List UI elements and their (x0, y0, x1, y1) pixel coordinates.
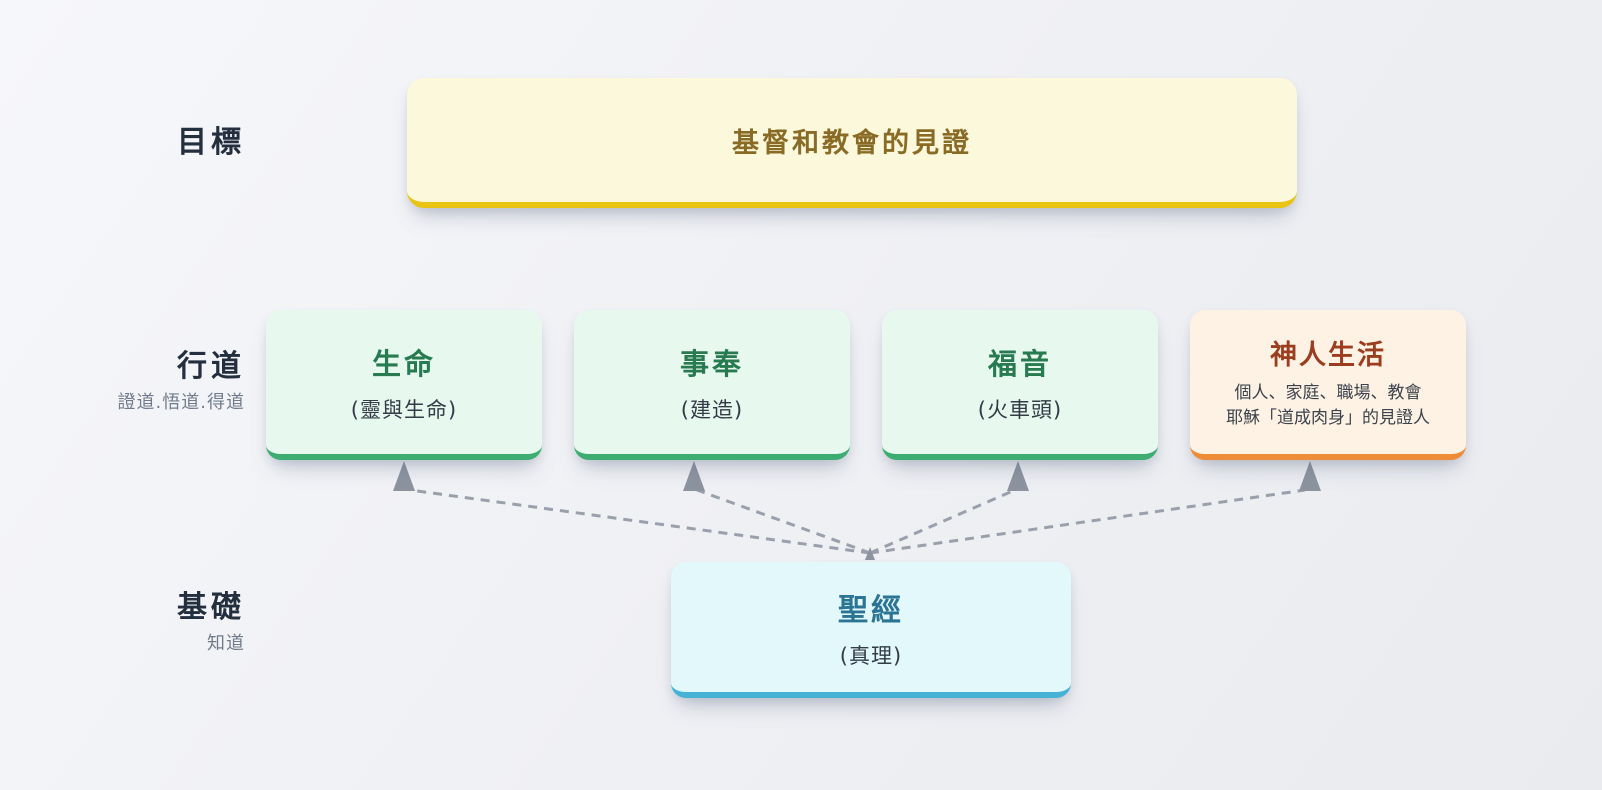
node-god-man-living-desc-line1: 個人、家庭、職場、教會 (1234, 383, 1422, 403)
node-god-man-living-title: 神人生活 (1270, 340, 1386, 371)
row-label-goal-title: 目標 (177, 125, 245, 160)
node-bible-subtitle: (真理) (839, 643, 903, 668)
node-service-title: 事奉 (679, 346, 744, 381)
service-arrowhead-icon (683, 461, 705, 491)
row-label-goal: 目標 (40, 126, 245, 160)
node-service-subtitle: (建造) (680, 397, 744, 422)
godman-arrowhead-icon (1299, 461, 1321, 491)
node-goal-testimony: 基督和教會的見證 (407, 78, 1297, 208)
row-label-practice-title: 行道 (177, 349, 245, 384)
node-god-man-living-desc: 個人、家庭、職場、教會 耶穌「道成肉身」的見證人 (1226, 381, 1430, 431)
node-gospel-subtitle: (火車頭) (977, 397, 1063, 422)
bible-to-service-arrow-line (696, 488, 871, 555)
node-bible-title: 聖經 (838, 592, 904, 628)
gospel-arrowhead-icon (1007, 461, 1029, 491)
arrow-origin-marker-icon (865, 547, 875, 560)
bible-to-gospel-arrow-line (869, 488, 1016, 555)
row-label-practice-subtitle: 證道.悟道.得道 (117, 392, 245, 413)
node-bible: 聖經 (真理) (671, 562, 1071, 698)
row-label-practice: 行道 證道.悟道.得道 (40, 350, 245, 413)
node-gospel-title: 福音 (987, 346, 1052, 381)
node-gospel: 福音 (火車頭) (882, 310, 1158, 460)
row-label-foundation-title: 基礎 (177, 590, 245, 625)
node-life-title: 生命 (371, 346, 436, 381)
node-goal-title: 基督和教會的見證 (732, 127, 972, 159)
row-label-foundation: 基礎 知道 (40, 591, 245, 654)
node-god-man-living: 神人生活 個人、家庭、職場、教會 耶穌「道成肉身」的見證人 (1190, 310, 1466, 460)
node-service: 事奉 (建造) (574, 310, 850, 460)
life-arrowhead-icon (393, 461, 415, 491)
row-label-foundation-subtitle: 知道 (207, 633, 245, 654)
bible-to-life-arrow-line (409, 488, 871, 555)
bible-to-godman-arrow-line (869, 488, 1306, 555)
node-life: 生命 (靈與生命) (266, 310, 542, 460)
node-life-subtitle: (靈與生命) (350, 397, 458, 422)
node-god-man-living-desc-line2: 耶穌「道成肉身」的見證人 (1226, 408, 1430, 428)
